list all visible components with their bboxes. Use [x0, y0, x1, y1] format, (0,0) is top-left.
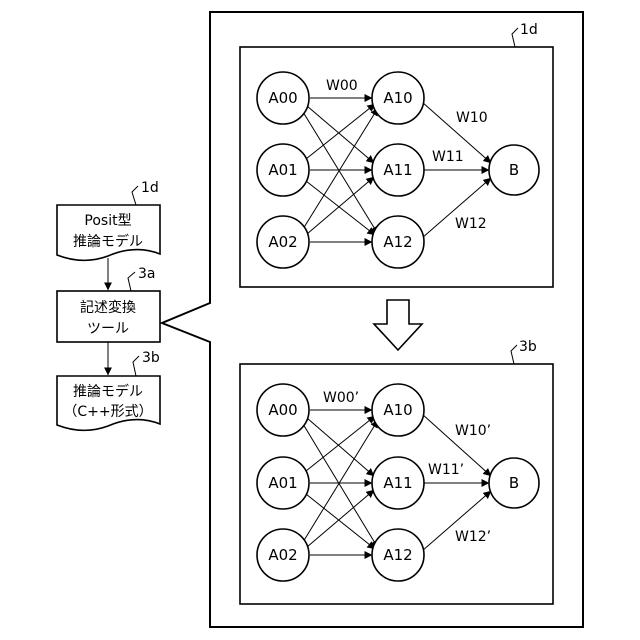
bottom-node-a01-label: A01: [268, 474, 297, 492]
top-node-a11-label: A11: [383, 161, 412, 179]
bottom-weight-w12: W12’: [455, 529, 491, 545]
model-input-line1: Posit型: [84, 213, 131, 229]
bottom-weight-w00: W00’: [323, 390, 359, 406]
top-node-a02-label: A02: [268, 233, 297, 251]
top-node-a01-label: A01: [268, 161, 297, 179]
top-weight-w10: W10: [456, 110, 488, 126]
bottom-node-a12-label: A12: [383, 546, 412, 564]
bottom-node-a00-label: A00: [268, 401, 297, 419]
top-node-a12-label: A12: [383, 233, 412, 251]
top-weight-w11: W11: [432, 149, 464, 165]
bottom-node-a02-label: A02: [268, 546, 297, 564]
model-input-line2: 推論モデル: [73, 233, 143, 250]
bottom-weight-w11: W11’: [428, 462, 464, 478]
ref-label-3b-bottom: 3b: [519, 339, 537, 355]
model-output-line1: 推論モデル: [73, 383, 143, 400]
ref-leader-3a: [128, 272, 135, 291]
top-node-b-label: B: [509, 161, 519, 179]
ref-leader-1d-left: [132, 186, 138, 205]
model-output-line2: （C++形式）: [63, 404, 152, 420]
top-weight-w12: W12: [455, 216, 487, 232]
bottom-node-b-label: B: [509, 474, 519, 492]
top-weight-w00: W00: [326, 78, 358, 94]
top-node-a10-label: A10: [383, 89, 412, 107]
ref-label-1d-left: 1d: [141, 180, 159, 196]
ref-label-3b-left: 3b: [142, 350, 160, 366]
ref-label-1d-top: 1d: [520, 22, 538, 38]
bottom-weight-w10: W10’: [455, 423, 491, 439]
ref-label-3a: 3a: [138, 266, 156, 282]
tool-line2: ツール: [87, 321, 129, 337]
ref-leader-3b-left: [133, 356, 139, 376]
bottom-node-a10-label: A10: [383, 401, 412, 419]
bottom-node-a11-label: A11: [383, 474, 412, 492]
top-node-a00-label: A00: [268, 89, 297, 107]
tool-line1: 記述変換: [80, 299, 136, 316]
